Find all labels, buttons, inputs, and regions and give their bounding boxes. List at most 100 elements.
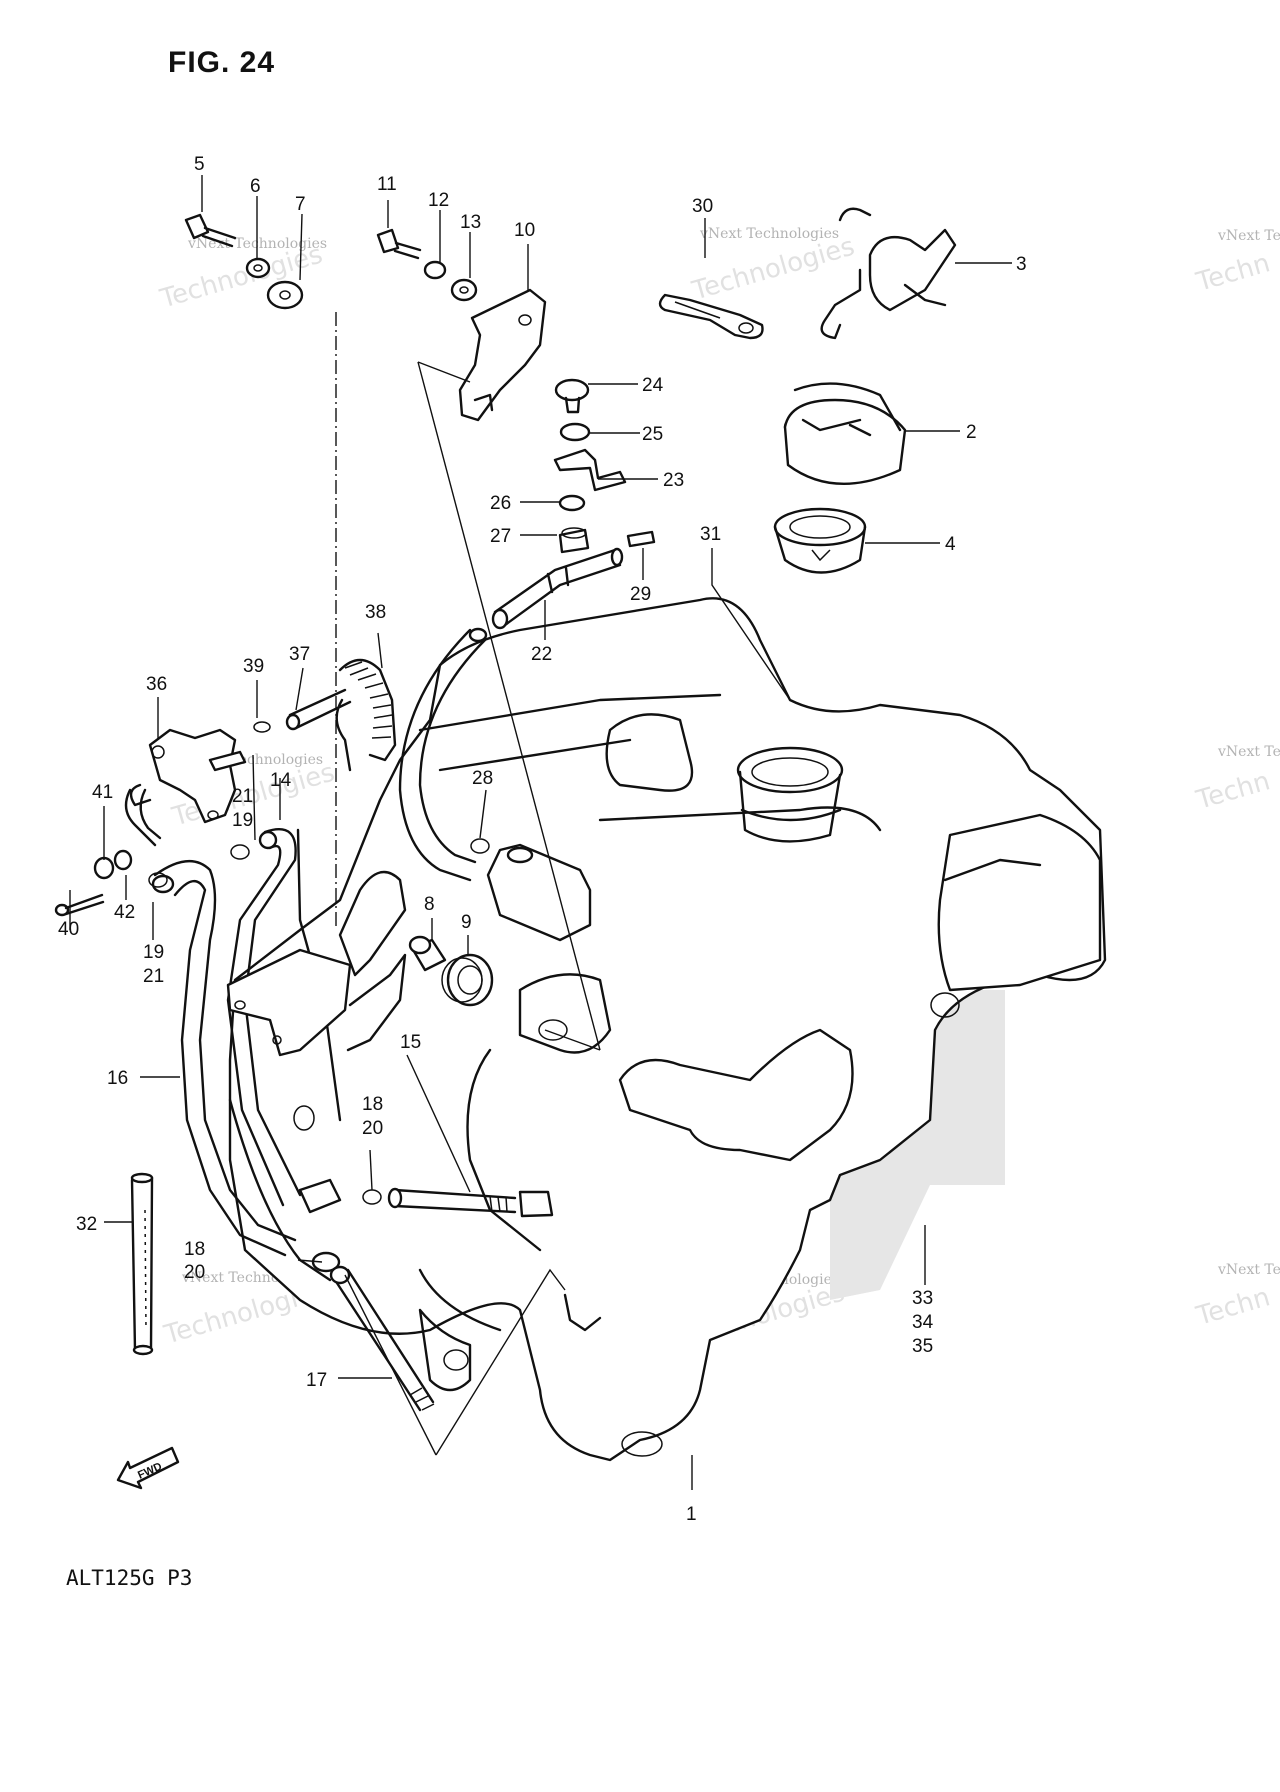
callout-31: 31 xyxy=(700,524,721,545)
install-line xyxy=(544,1029,601,1051)
clip xyxy=(253,721,271,733)
callout-23: 23 xyxy=(663,470,684,491)
forward-arrow: FWD xyxy=(116,1446,180,1490)
callout-22: 22 xyxy=(531,644,552,665)
breather-hose xyxy=(491,547,624,630)
callout-14: 14 xyxy=(270,770,292,791)
callout-17: 17 xyxy=(306,1370,327,1391)
washer xyxy=(113,849,133,871)
callout-27: 27 xyxy=(490,526,511,547)
callout-29: 29 xyxy=(630,584,651,605)
callout-18a: 18 xyxy=(362,1094,383,1115)
callout-37: 37 xyxy=(289,644,310,665)
straight-hose xyxy=(130,1172,154,1356)
long-bolt xyxy=(329,1265,435,1412)
callout-19a: 19 xyxy=(232,810,253,831)
hose-clip xyxy=(230,844,250,860)
vent-hose xyxy=(398,627,488,882)
screw xyxy=(554,378,590,414)
callout-10: 10 xyxy=(514,220,535,241)
callout-12: 12 xyxy=(428,190,449,211)
callout-20b: 20 xyxy=(184,1262,205,1283)
pin xyxy=(626,530,656,548)
callout-33: 33 xyxy=(912,1288,933,1309)
washer xyxy=(93,856,115,880)
fuel-hose xyxy=(151,859,297,1257)
callout-41: 41 xyxy=(92,782,113,803)
callout-19b: 19 xyxy=(143,942,164,963)
fuel-cock xyxy=(124,728,247,847)
bolt xyxy=(376,228,422,260)
callout-36: 36 xyxy=(146,674,167,695)
collar xyxy=(408,935,447,972)
callout-labels: 1 2 3 4 5 6 7 8 9 10 11 12 13 14 15 16 1… xyxy=(58,154,1027,1525)
grommet xyxy=(441,953,494,1007)
hose-clip xyxy=(148,872,168,888)
cap-retainer-clip xyxy=(820,207,957,340)
leader-lines xyxy=(69,175,1012,1490)
callout-40: 40 xyxy=(58,919,79,940)
long-bolt xyxy=(387,1187,554,1218)
callout-28: 28 xyxy=(472,768,493,789)
install-line xyxy=(344,1274,437,1456)
model-code: ALT125G P3 xyxy=(66,1566,193,1590)
install-line xyxy=(417,361,471,383)
callout-15: 15 xyxy=(400,1032,421,1053)
cap-gasket xyxy=(773,507,867,574)
callout-9: 9 xyxy=(461,912,472,933)
mounting-bracket xyxy=(458,288,547,422)
filler-neck xyxy=(736,746,844,843)
hose-clip xyxy=(311,1251,341,1273)
watermark: vNext Technologies xyxy=(700,226,840,242)
callout-18b: 18 xyxy=(184,1239,205,1260)
callout-5: 5 xyxy=(194,154,205,175)
callout-24: 24 xyxy=(642,375,664,396)
callout-20a: 20 xyxy=(362,1118,383,1139)
figure-title: FIG. 24 xyxy=(168,46,276,79)
fuel-tank xyxy=(228,597,1107,1462)
callout-13: 13 xyxy=(460,212,481,233)
callout-6: 6 xyxy=(250,176,261,197)
screw xyxy=(54,893,105,917)
callout-4: 4 xyxy=(945,534,956,555)
washer xyxy=(423,260,447,280)
spring-guard xyxy=(335,658,397,772)
tank-mount-bracket xyxy=(226,870,407,1057)
watermark: vNext Te xyxy=(1218,1262,1280,1278)
washer xyxy=(558,494,586,512)
callout-34: 34 xyxy=(912,1312,934,1333)
callout-25: 25 xyxy=(642,424,663,445)
fuel-hose xyxy=(226,828,342,1214)
watermark: vNext Te xyxy=(1218,228,1280,244)
install-line xyxy=(417,361,601,1051)
callout-39: 39 xyxy=(243,656,264,677)
washer xyxy=(245,257,271,279)
washer xyxy=(450,278,478,302)
fuel-cap xyxy=(783,382,907,485)
install-line xyxy=(435,1268,566,1456)
callout-3: 3 xyxy=(1016,254,1027,275)
nut xyxy=(558,527,590,554)
hose-clip xyxy=(470,838,490,854)
fuel-hose xyxy=(285,688,352,731)
bolt xyxy=(184,213,237,248)
strap xyxy=(658,293,764,340)
watermark: vNext Te xyxy=(1218,744,1280,760)
callout-11: 11 xyxy=(377,174,397,195)
callout-38: 38 xyxy=(365,602,386,623)
washer xyxy=(266,280,304,310)
callout-7: 7 xyxy=(295,194,306,215)
callout-26: 26 xyxy=(490,493,511,514)
callout-30: 30 xyxy=(692,196,713,217)
callout-1: 1 xyxy=(686,1504,697,1525)
callout-21b: 21 xyxy=(143,966,164,987)
callout-32: 32 xyxy=(76,1214,97,1235)
callout-42: 42 xyxy=(114,902,135,923)
callout-16: 16 xyxy=(107,1068,128,1089)
callout-2: 2 xyxy=(966,422,977,443)
callout-21a: 21 xyxy=(232,786,253,807)
washer xyxy=(559,422,591,442)
callout-35: 35 xyxy=(912,1336,933,1357)
